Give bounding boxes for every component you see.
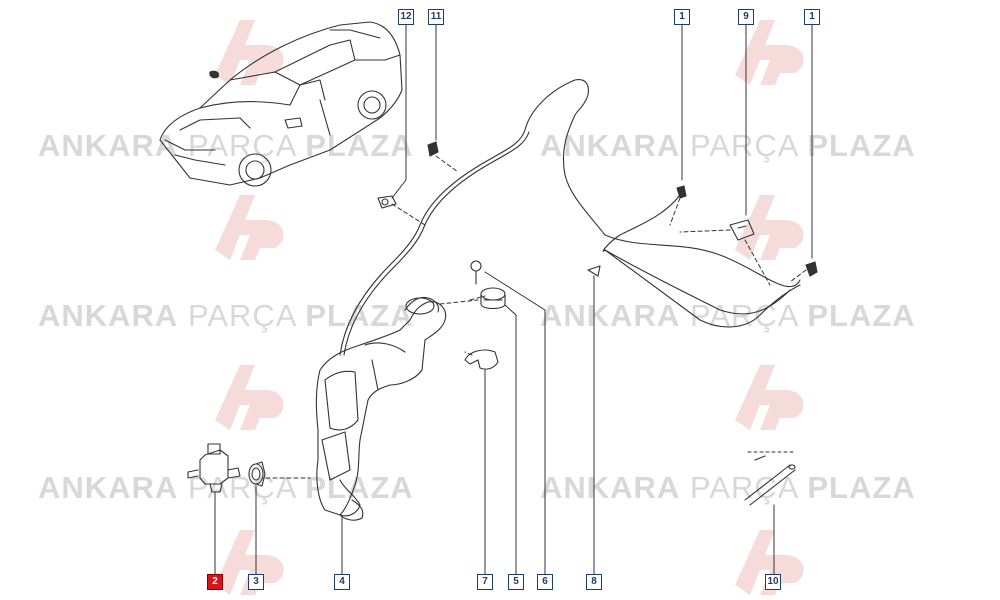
watermark-text: ANKARA PARÇA PLAZA [540,298,916,333]
watermark-text: ANKARA PARÇA PLAZA [38,128,414,163]
watermark-text: ANKARA PARÇA PLAZA [38,298,414,333]
car-illustration [159,21,403,187]
ap-logo-mark [215,365,284,430]
nozzle-1b [805,261,818,277]
grommet [248,461,266,487]
connector-11 [427,141,439,157]
ap-logo-mark [735,365,804,430]
ap-logo-mark [215,20,284,85]
callout-11[interactable]: 11 [428,9,444,25]
ap-logo-mark [735,530,804,595]
washer-pump [187,443,241,493]
ap-logo-mark [215,530,284,595]
callout-4[interactable]: 4 [334,574,350,590]
callout-2[interactable]: 2 [207,574,223,590]
valve-8 [587,265,601,277]
tube-piece [744,451,796,506]
leader-lines [214,23,813,577]
washer-reservoir [315,296,447,521]
callout-7[interactable]: 7 [477,574,493,590]
washer-hose [339,79,801,356]
callout-1-left[interactable]: 1 [674,9,690,25]
callout-3[interactable]: 3 [248,574,264,590]
clip-9 [729,219,755,241]
nozzle-1a [676,185,687,199]
dashed-connectors [265,155,807,479]
callout-9[interactable]: 9 [738,9,754,25]
callout-10[interactable]: 10 [765,574,781,590]
connector-12 [377,195,397,209]
ap-logo-mark [735,195,804,260]
callout-8[interactable]: 8 [586,574,602,590]
watermark-text: ANKARA PARÇA PLAZA [540,470,916,505]
callout-5[interactable]: 5 [508,574,524,590]
callout-12[interactable]: 12 [398,9,414,25]
watermark-text: ANKARA PARÇA PLAZA [540,128,916,163]
ap-logo-mark [215,195,284,260]
callout-1-right[interactable]: 1 [804,9,820,25]
mounting-screw [470,260,482,285]
filler-cap [480,287,506,310]
hose-clip [464,349,499,370]
watermark-text: ANKARA PARÇA PLAZA [38,470,414,505]
ap-logo-mark [735,20,804,85]
callout-6[interactable]: 6 [537,574,553,590]
